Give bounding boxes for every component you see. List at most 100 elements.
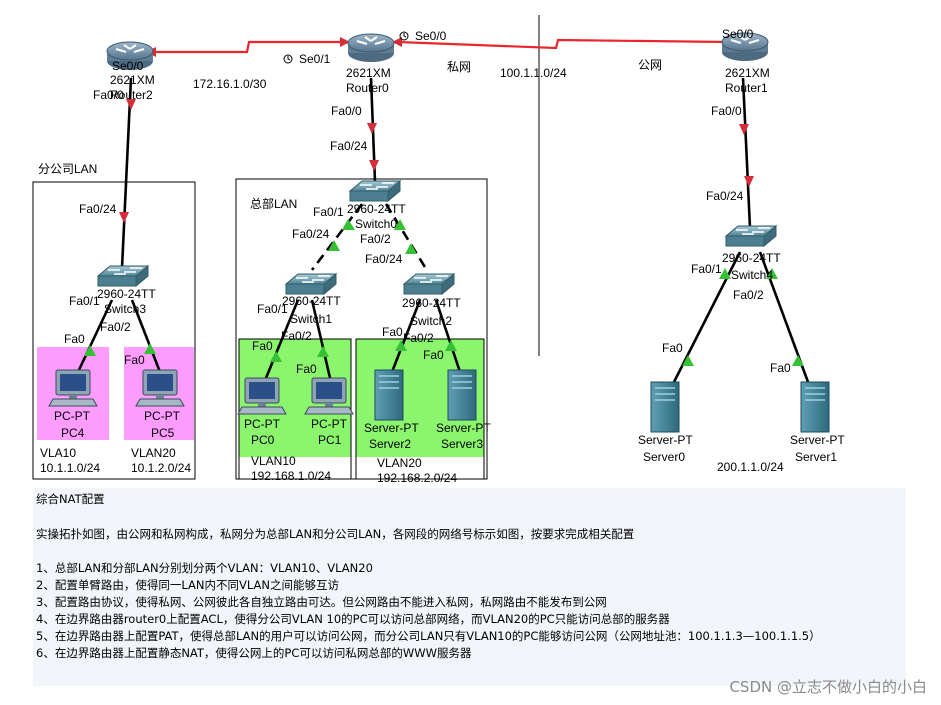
vlan-name-label: VLA10 xyxy=(40,446,76,460)
port-status-marker xyxy=(342,219,355,230)
port-label: Fa0/24 xyxy=(365,252,403,266)
switch0-model-label: 2960-24TT xyxy=(347,202,406,216)
port-label: Fa0/0 xyxy=(711,104,742,118)
switch3-icon[interactable] xyxy=(97,265,149,287)
port-label: Fa0 xyxy=(662,341,683,355)
server1-model-label: Server-PT xyxy=(790,433,845,447)
port-status-marker xyxy=(367,123,377,134)
switch3-model-label: 2960-24TT xyxy=(97,287,156,301)
link-r1-sw4 xyxy=(741,77,752,229)
vlan-net-label: 10.1.1.0/24 xyxy=(40,461,100,475)
router1-name-label: Router1 xyxy=(725,81,768,95)
port-label: Fa0/24 xyxy=(330,139,368,153)
switch0-icon[interactable] xyxy=(349,180,401,202)
task-item: 1、总部LAN和分部LAN分别划分两个VLAN：VLAN10、VLAN20 xyxy=(36,561,373,575)
public-net-label: 公网 xyxy=(638,58,662,72)
serial-link-r2-r0 xyxy=(153,40,345,54)
network-label: 200.1.1.0/24 xyxy=(717,460,784,474)
port-status-marker xyxy=(445,340,457,351)
task-item: 5、在边界路由器上配置PAT，使得总部LAN的用户可以访问公网，而分公司LAN只… xyxy=(36,629,821,643)
switch0-name-label: Switch0 xyxy=(355,217,397,231)
pc0-icon[interactable] xyxy=(237,377,287,415)
port-status-marker xyxy=(369,160,379,171)
server2-model-label: Server-PT xyxy=(364,421,419,435)
serial-link-r0-r1 xyxy=(397,38,729,50)
port-status-marker xyxy=(395,340,407,351)
pc0-model-label: PC-PT xyxy=(244,417,281,431)
port-status-marker xyxy=(394,219,406,230)
server0-icon[interactable] xyxy=(650,381,680,433)
link-sw0-sw1 xyxy=(310,203,364,271)
port-label: Fa0 xyxy=(64,332,85,346)
link-end-marker xyxy=(392,37,402,47)
hq-vlan20-box xyxy=(355,338,485,480)
pc1-icon[interactable] xyxy=(304,377,354,415)
router0-icon[interactable] xyxy=(347,33,395,63)
port-label: Fa0/0 xyxy=(331,104,362,118)
port-label: Fa0/2 xyxy=(100,320,131,334)
switch4-model-label: 2960-24TT xyxy=(722,251,781,265)
port-label: Fa0/1 xyxy=(69,294,100,308)
task-intro: 实操拓扑如图，由公网和私网构成，私网分为总部LAN和分公司LAN，各网段的网络号… xyxy=(36,527,635,541)
link-sw3-pc5 xyxy=(130,299,162,373)
router1-model-label: 2621XM xyxy=(725,66,770,80)
pc5-model-label: PC-PT xyxy=(144,409,181,423)
switch2-icon[interactable] xyxy=(403,273,455,295)
port-label: Fa0 xyxy=(382,325,403,339)
port-status-marker xyxy=(317,346,329,357)
port-status-marker xyxy=(328,240,340,251)
port-status-marker xyxy=(739,124,749,135)
vlan-name-label: VLAN20 xyxy=(131,446,176,460)
port-label: Fa0 xyxy=(124,353,145,367)
server1-icon[interactable] xyxy=(800,381,830,433)
branch-lan-box xyxy=(32,181,196,480)
port-status-marker xyxy=(766,268,778,279)
port-label: Se0/0 xyxy=(112,59,144,73)
port-label: Fa0/24 xyxy=(79,202,117,216)
clock-icon xyxy=(399,31,409,41)
port-label: Fa0/0 xyxy=(93,88,124,102)
vlan-name-label: VLAN20 xyxy=(377,456,422,470)
server3-icon[interactable] xyxy=(447,369,477,421)
switch1-name-label: Switch1 xyxy=(290,312,332,326)
private-net-label: 私网 xyxy=(447,60,471,74)
port-label: Fa0/2 xyxy=(403,331,434,345)
pc0-name-label: PC0 xyxy=(251,433,275,447)
link-end-marker xyxy=(340,37,350,47)
task-title: 综合NAT配置 xyxy=(36,492,105,506)
switch4-name-label: Switch4 xyxy=(731,268,773,282)
pc4-model-label: PC-PT xyxy=(54,409,91,423)
link-sw1-pc1 xyxy=(310,299,332,379)
pc1-name-label: PC1 xyxy=(318,433,342,447)
network-topology: 2621XM Router2 2621XM Router0 2621XM Rou… xyxy=(32,15,845,485)
router2-model-label: 2621XM xyxy=(110,73,155,87)
task-list: 1、总部LAN和分部LAN分别划分两个VLAN：VLAN10、VLAN20 2、… xyxy=(36,560,821,662)
port-label: Fa0/2 xyxy=(360,232,391,246)
port-status-marker xyxy=(119,212,129,223)
link-sw2-server2 xyxy=(390,299,422,373)
pc1-model-label: PC-PT xyxy=(311,417,348,431)
port-status-marker xyxy=(719,268,731,279)
pc5-name-label: PC5 xyxy=(151,426,175,440)
port-status-marker xyxy=(405,243,417,254)
port-label: Fa0/2 xyxy=(733,288,764,302)
server3-name-label: Server3 xyxy=(441,437,483,451)
port-status-marker xyxy=(792,355,804,366)
port-label: Fa0 xyxy=(296,362,317,376)
port-status-marker xyxy=(744,176,754,187)
server2-icon[interactable] xyxy=(374,369,404,421)
switch1-icon[interactable] xyxy=(285,273,337,295)
pc5-icon[interactable] xyxy=(135,369,185,407)
switch3-name-label: Switch3 xyxy=(104,302,146,316)
port-status-marker xyxy=(84,345,96,356)
switch4-icon[interactable] xyxy=(725,225,777,247)
port-status-marker xyxy=(126,99,136,110)
port-status-marker xyxy=(682,355,694,366)
link-sw4-server0 xyxy=(672,251,742,383)
task-description-panel: 综合NAT配置 实操拓扑如图，由公网和私网构成，私网分为总部LAN和分公司LAN… xyxy=(33,488,906,686)
port-label: Fa0/1 xyxy=(313,205,344,219)
switch2-name-label: Switch2 xyxy=(410,314,452,328)
pc4-icon[interactable] xyxy=(48,369,98,407)
port-label: Fa0 xyxy=(252,339,273,353)
link-sw1-pc0 xyxy=(264,299,300,379)
